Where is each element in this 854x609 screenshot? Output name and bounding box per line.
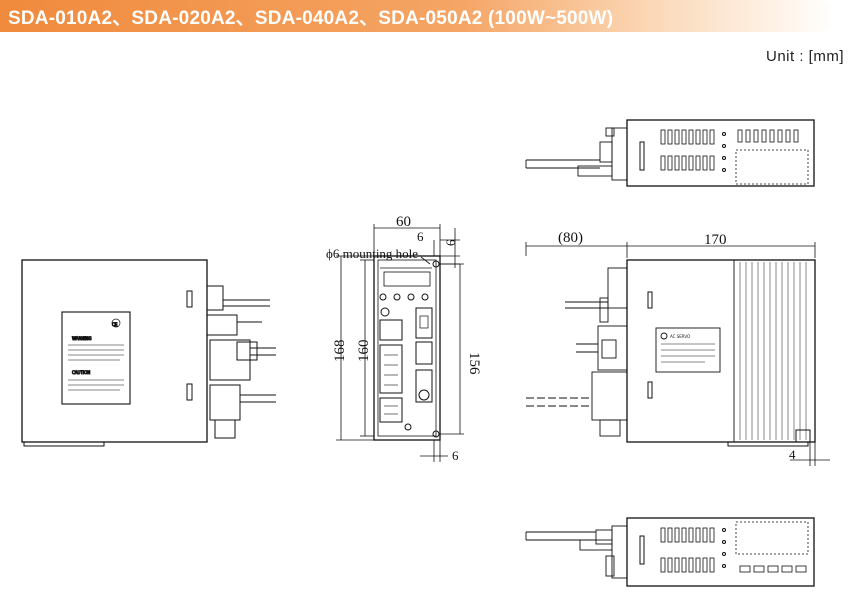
bottom-view: [525, 517, 815, 587]
ce-mark: [111, 318, 121, 328]
rating-label: AC SERVO: [655, 327, 721, 373]
dim-hole-label: ϕ6 mounting hole: [326, 246, 418, 261]
button-enter: [421, 293, 429, 301]
bottom-body: [626, 517, 815, 587]
connector-cn2: [379, 344, 403, 394]
left-side-slot-top: [186, 290, 193, 308]
dim-height-inner: 156: [466, 352, 482, 375]
right-side-body: [626, 259, 816, 443]
dim-rear-offset: 4: [789, 447, 796, 462]
left-side-foot: [23, 441, 105, 447]
left-side-body: [21, 259, 208, 443]
connector-cn3: [415, 341, 433, 365]
button-up: [393, 293, 401, 301]
connector-cn4: [415, 369, 433, 403]
ce-mark-text: CE: [112, 322, 118, 327]
bottom-connectors: [525, 525, 628, 579]
top-vents-left: [660, 129, 715, 171]
mounting-hole-top: [432, 260, 440, 268]
dim-offset-top: 6: [417, 229, 424, 244]
right-side-connectors: [526, 267, 628, 437]
bottom-vents: [660, 521, 809, 573]
top-vents-right: [735, 129, 809, 185]
page-title: SDA-010A2、SDA-020A2、SDA-040A2、SDA-050A2 …: [8, 8, 614, 29]
left-side-connectors: [206, 285, 276, 439]
title-bar: SDA-010A2、SDA-020A2、SDA-040A2、SDA-050A2 …: [0, 0, 836, 32]
usb-port: [415, 307, 433, 339]
front-view: [336, 224, 464, 462]
left-side-view: WARNING CAUTION CE: [21, 259, 276, 447]
mounting-hole-bottom: [432, 430, 440, 438]
dim-height-outer: 168: [332, 340, 348, 363]
dim-offset-bottom: 6: [452, 448, 459, 463]
charge-lamp: [380, 307, 390, 317]
side-dimensions: [525, 242, 830, 466]
left-side-slot-bottom: [186, 383, 193, 401]
rating-label-model-text: AC SERVO: [670, 334, 690, 339]
front-body: [373, 255, 441, 441]
right-side-view: AC SERVO: [525, 242, 830, 466]
unit-label: Unit : [mm]: [765, 48, 844, 65]
connector-cn5: [379, 397, 403, 423]
ground-screw: [404, 423, 412, 431]
front-inner: [377, 259, 437, 437]
warning-label: WARNING CAUTION CE: [61, 311, 131, 405]
dim-width: 60: [396, 214, 411, 230]
encoder-port: [418, 389, 430, 401]
warning-label-text: WARNING: [72, 336, 92, 341]
top-connectors: [525, 127, 628, 181]
caution-label-text: CAUTION: [72, 370, 90, 375]
button-down: [407, 293, 415, 301]
dim-height-mid: 160: [356, 340, 372, 363]
front-dimensions: [336, 224, 464, 462]
dim-connector-depth: (80): [558, 230, 583, 246]
dim-offset-right: 6: [443, 239, 458, 246]
top-view: [525, 119, 815, 187]
connector-cn1: [379, 319, 403, 341]
display-panel: [383, 271, 431, 287]
dim-body-depth: 170: [704, 232, 727, 248]
button-mode: [379, 293, 387, 301]
